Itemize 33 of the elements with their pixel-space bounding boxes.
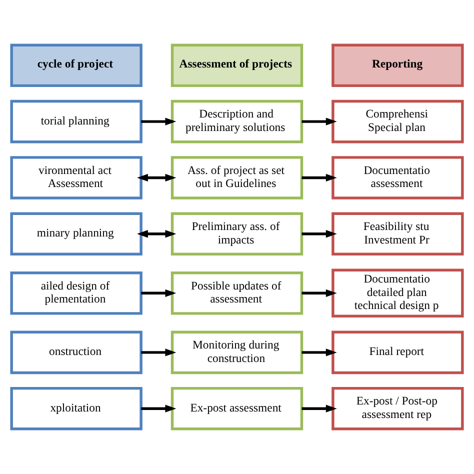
node-box: Feasibility stu Investment Pr: [332, 212, 464, 256]
arrow: [302, 289, 337, 297]
node-box: Assessment of projects: [170, 44, 304, 88]
node-box: Possible updates of assessment: [170, 272, 304, 315]
node-box: Comprehensi Special plan: [332, 100, 464, 144]
node-box: Ass. of project as set out in Guidelines: [170, 156, 304, 200]
arrow: [141, 289, 176, 297]
node-box: Documentatio detailed plan technical design p: [332, 268, 464, 318]
node-box: cycle of project: [10, 44, 142, 88]
node-box: Description and preliminary solutions: [170, 100, 304, 144]
node-box: Ex-post / Post-op assessment rep: [332, 386, 464, 430]
node-box: Final report: [332, 330, 464, 374]
arrow: [302, 230, 337, 238]
node-box: onstruction: [10, 330, 142, 374]
arrow: [141, 404, 176, 412]
node-box: minary planning: [10, 212, 142, 256]
node-box: xploitation: [10, 386, 142, 430]
arrow: [302, 174, 337, 182]
node-box: Reporting: [332, 44, 464, 88]
arrow: [302, 118, 337, 126]
arrow: [137, 230, 176, 238]
arrow: [302, 348, 337, 356]
node-box: torial planning: [10, 100, 142, 144]
arrow: [141, 348, 176, 356]
arrow: [137, 174, 176, 182]
arrow: [141, 118, 176, 126]
node-box: Preliminary ass. of impacts: [170, 212, 304, 256]
node-box: vironmental act Assessment: [10, 156, 142, 200]
node-box: Monitoring during construction: [170, 330, 304, 374]
arrow: [302, 404, 337, 412]
node-box: Ex-post assessment: [170, 386, 304, 430]
node-box: ailed design of plementation: [10, 272, 142, 315]
node-box: Documentatio assessment: [332, 156, 464, 200]
